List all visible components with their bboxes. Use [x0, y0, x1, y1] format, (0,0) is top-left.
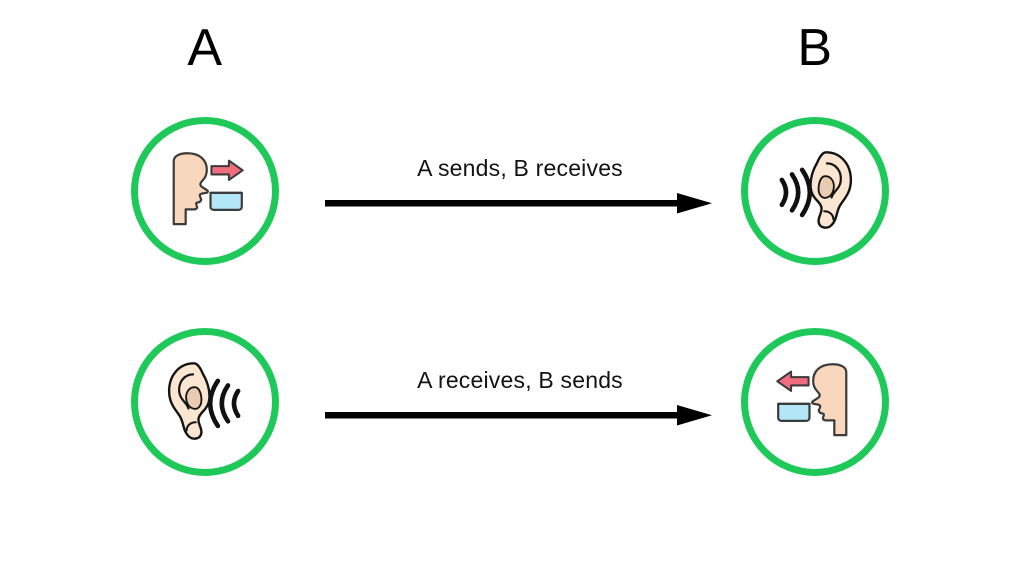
- node-a-speaking: [131, 117, 279, 265]
- arrow-a-to-b-top: A sends, B receives: [325, 155, 715, 216]
- listening-ear-icon: [769, 145, 861, 237]
- node-b-speaking: [741, 328, 889, 476]
- arrow-right-icon: [325, 405, 712, 426]
- arrow-label-top: A sends, B receives: [417, 155, 623, 181]
- node-b-listening: [741, 117, 889, 265]
- arrow-label-bottom: A receives, B sends: [417, 367, 623, 393]
- speaking-mouth-icon: [159, 145, 251, 237]
- arrow-a-to-b-bottom: A receives, B sends: [325, 367, 715, 428]
- node-a-listening: [131, 328, 279, 476]
- arrow-right-icon: [325, 193, 712, 214]
- column-header-a: A: [187, 19, 223, 77]
- column-header-b: B: [797, 19, 833, 77]
- speaking-mouth-icon: [769, 356, 861, 448]
- listening-ear-icon: [159, 356, 251, 448]
